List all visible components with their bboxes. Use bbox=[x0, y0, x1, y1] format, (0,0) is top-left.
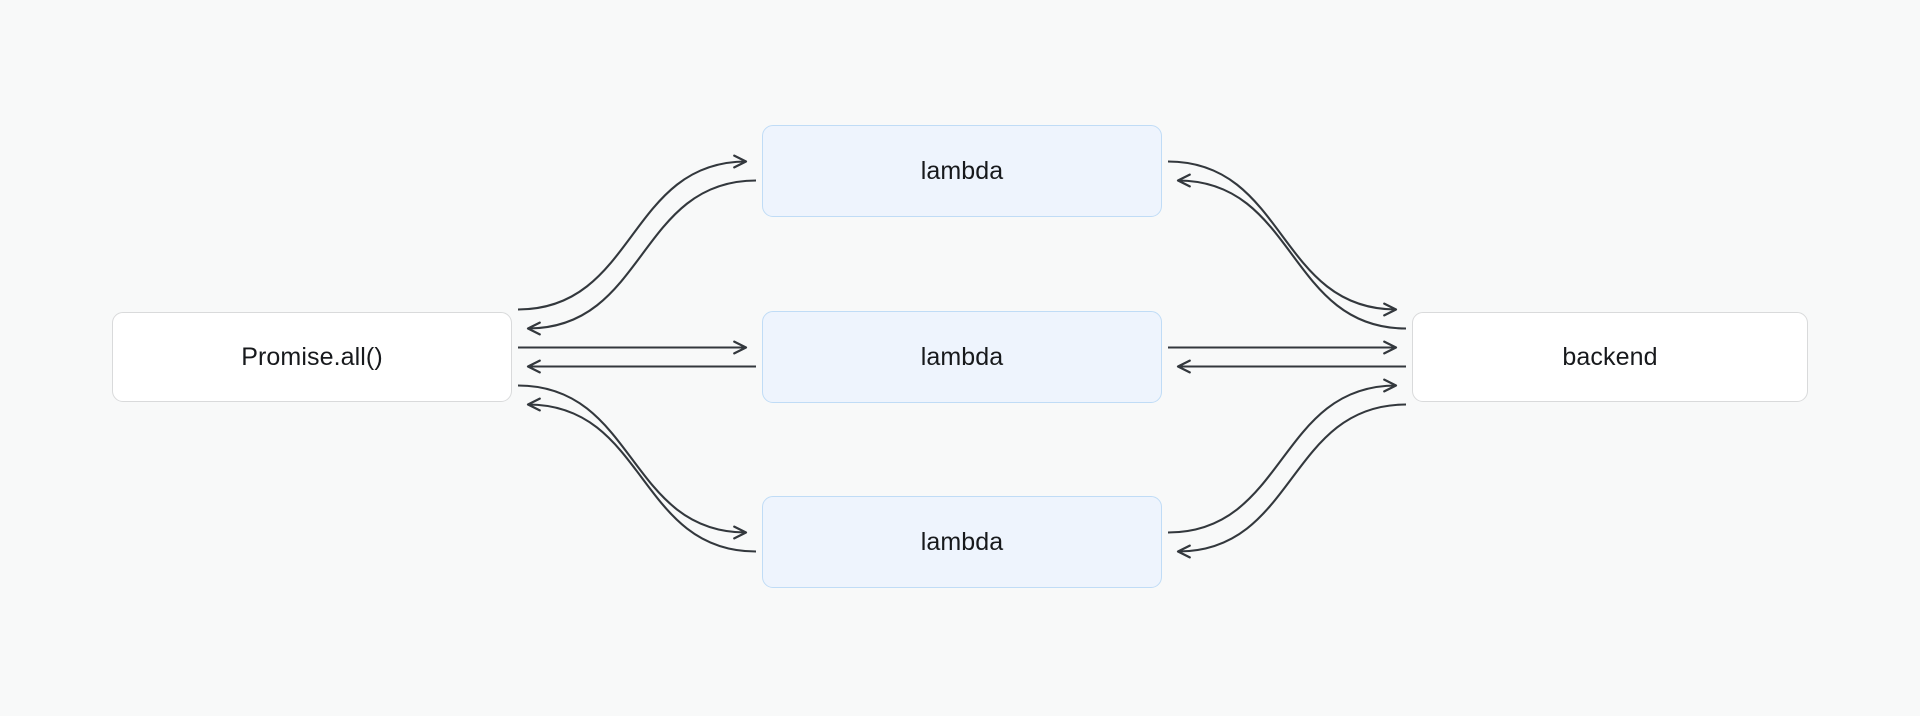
node-backend-label: backend bbox=[1562, 342, 1658, 371]
edge-lambda-bottom-to-backend bbox=[1167, 378, 1398, 534]
node-lambda-top-label: lambda bbox=[920, 156, 1004, 185]
node-promise-all[interactable]: Promise.all() bbox=[112, 312, 512, 402]
edge-promise-to-lambda-top bbox=[517, 154, 748, 311]
edge-lambda-top-to-promise bbox=[526, 179, 757, 336]
node-lambda-bottom-label: lambda bbox=[920, 527, 1004, 556]
node-lambda-top[interactable]: lambda bbox=[762, 125, 1162, 217]
edge-lambda-bottom-to-promise bbox=[526, 397, 757, 553]
edge-backend-to-lambda-top bbox=[1176, 173, 1407, 330]
node-lambda-middle[interactable]: lambda bbox=[762, 311, 1162, 403]
edge-backend-to-lambda-bottom bbox=[1176, 403, 1407, 559]
node-lambda-middle-label: lambda bbox=[920, 342, 1004, 371]
node-lambda-bottom[interactable]: lambda bbox=[762, 496, 1162, 588]
node-backend[interactable]: backend bbox=[1412, 312, 1808, 402]
node-promise-all-label: Promise.all() bbox=[241, 342, 383, 371]
edge-lambda-top-to-backend bbox=[1167, 160, 1398, 317]
edge-promise-to-lambda-bottom bbox=[517, 384, 748, 540]
